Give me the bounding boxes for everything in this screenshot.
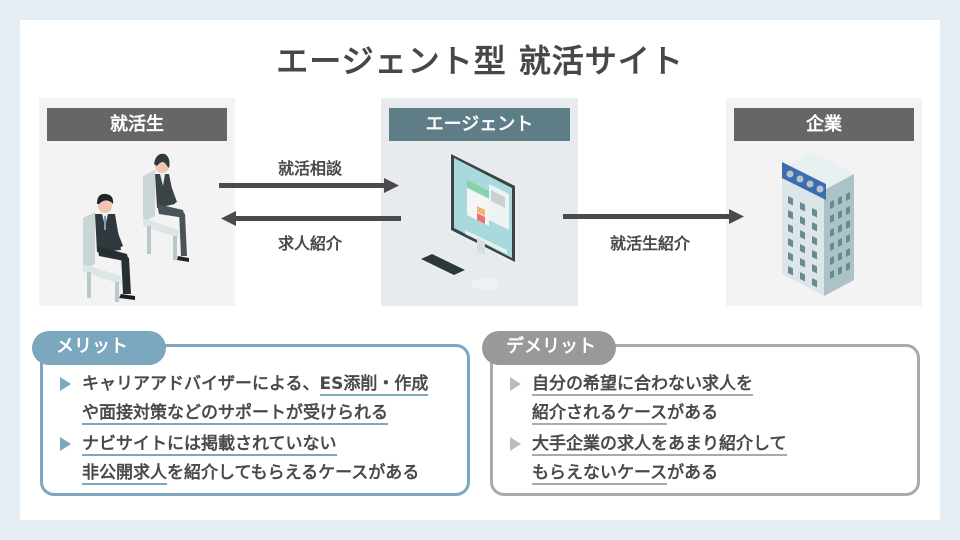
panel-agent: エージェント	[381, 98, 578, 306]
building-window	[812, 236, 817, 246]
building-window	[830, 228, 834, 237]
merit-item-highlight: や面接対策などのサポートが受けられる	[82, 403, 388, 425]
building-window	[812, 208, 817, 218]
building-window	[800, 258, 805, 268]
desktop-computer-icon	[417, 152, 517, 290]
job-seekers-seated-icon	[83, 153, 189, 302]
building-window	[830, 256, 834, 265]
demerit-item-highlight: もらえないケース	[532, 463, 668, 485]
arrow-label-job-introduction: 求人紹介	[277, 234, 342, 253]
triangle-bullet-icon	[510, 437, 521, 451]
merit-tab: メリット	[32, 331, 166, 365]
building-window	[800, 272, 805, 282]
demerit-item-text: がある	[667, 463, 719, 483]
demerit-tab: デメリット	[482, 331, 616, 365]
building-window	[846, 262, 850, 271]
merit-box	[40, 344, 470, 496]
building-window	[830, 200, 834, 209]
panel-company: 企業	[726, 98, 922, 306]
merit-item: ナビサイトには掲載されていない 非公開求人を紹介してもらえるケースがある	[60, 430, 419, 488]
panel-label-agent: エージェント	[389, 108, 570, 141]
page-title: エージェント型 就活サイト	[276, 42, 684, 80]
merit-item-text: キャリアアドバイザーによる、	[82, 374, 320, 394]
office-building-icon	[782, 152, 854, 296]
building-window	[788, 238, 793, 248]
merit-item-text: を紹介してもらえるケースがある	[167, 463, 420, 483]
arrow-label-student-introduction: 就活生紹介	[609, 234, 690, 253]
building-window	[838, 224, 842, 233]
building-window	[812, 264, 817, 274]
building-window	[830, 214, 834, 223]
building-window	[838, 210, 842, 219]
building-window	[846, 206, 850, 215]
building-window	[812, 250, 817, 260]
building-window	[838, 266, 842, 275]
arrow-label-consultation: 就活相談	[277, 159, 342, 178]
building-window	[846, 234, 850, 243]
building-window	[788, 224, 793, 234]
building-window	[788, 266, 793, 276]
building-window	[788, 252, 793, 262]
building-window	[830, 242, 834, 251]
panel-label-company: 企業	[734, 108, 914, 141]
building-window	[800, 202, 805, 212]
merit-item: キャリアアドバイザーによる、ES添削・作成 や面接対策などのサポートが受けられる	[60, 370, 429, 428]
demerit-box	[490, 344, 920, 496]
merit-item-highlight: 非公開求人	[82, 463, 167, 485]
building-window	[838, 196, 842, 205]
triangle-bullet-icon	[510, 377, 521, 391]
building-window	[788, 210, 793, 220]
demerit-item-text: がある	[667, 403, 719, 423]
triangle-bullet-icon	[60, 377, 71, 391]
demerit-item: 自分の希望に合わない求人を 紹介されるケースがある	[510, 370, 753, 428]
building-window	[812, 278, 817, 288]
demerit-item-highlight: 大手企業の求人をあまり紹介して	[532, 434, 787, 456]
building-window	[788, 196, 793, 206]
building-window	[846, 220, 850, 229]
building-window	[846, 192, 850, 201]
demerit-item-highlight: 紹介されるケース	[532, 403, 668, 425]
building-window	[838, 252, 842, 261]
building-window	[800, 216, 805, 226]
merit-item-highlight: ES添削・作成	[319, 374, 429, 396]
building-window	[800, 230, 805, 240]
building-window	[800, 244, 805, 254]
panel-label-job-seeker: 就活生	[47, 108, 227, 141]
merit-item-highlight: ナビサイトには掲載されていない	[82, 434, 337, 456]
triangle-bullet-icon	[60, 437, 71, 451]
demerit-item: 大手企業の求人をあまり紹介して もらえないケースがある	[510, 430, 787, 488]
building-window	[846, 248, 850, 257]
building-window	[830, 270, 834, 279]
panel-job-seeker: 就活生	[39, 98, 235, 306]
demerit-item-highlight: 自分の希望に合わない求人を	[532, 374, 753, 396]
building-window	[838, 238, 842, 247]
building-window	[812, 222, 817, 232]
